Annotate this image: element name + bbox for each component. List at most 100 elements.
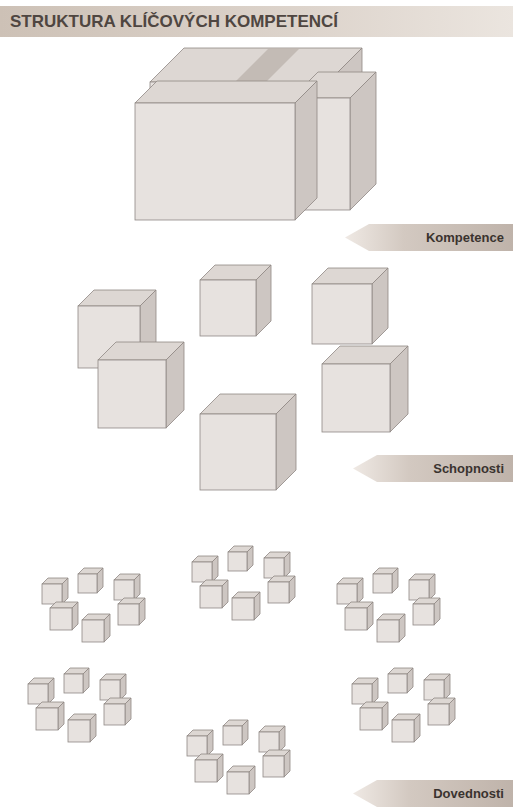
cube-side [289, 576, 295, 603]
cube-side [249, 766, 255, 794]
cube-front [360, 708, 382, 730]
cube [337, 578, 363, 604]
cube-front [78, 574, 97, 593]
cube-front [388, 674, 407, 693]
cube-side [399, 614, 405, 642]
cube-front [42, 584, 62, 604]
arrow-fill [353, 780, 513, 807]
cube-side [62, 578, 68, 604]
cube-front [268, 582, 289, 603]
cube-side [207, 730, 213, 756]
arrow-fill [345, 224, 513, 251]
cube-side [276, 394, 296, 490]
cube-front [64, 674, 83, 693]
cube-side [83, 668, 89, 693]
cube [373, 568, 398, 593]
cube-front [200, 586, 222, 608]
cube-front [98, 360, 166, 428]
cube-front [413, 604, 434, 625]
title-band: STRUKTURA KLÍČOVÝCH KOMPETENCÍ [0, 6, 513, 37]
cube-side [414, 714, 420, 742]
cube [36, 702, 64, 730]
cube [100, 674, 126, 700]
cube-front [312, 284, 372, 344]
cube [118, 598, 145, 625]
cube-front [345, 608, 367, 630]
cube-front [322, 364, 390, 432]
cube [345, 602, 373, 630]
title: STRUKTURA KLÍČOVÝCH KOMPETENCÍ [10, 6, 338, 37]
cube-side [279, 726, 285, 752]
cube-front [104, 704, 125, 725]
skill-cubes [28, 546, 455, 794]
cube-side [372, 678, 378, 704]
cube [360, 702, 388, 730]
cube-side [382, 702, 388, 730]
cube [192, 556, 218, 582]
cube-front [377, 620, 399, 642]
cube [98, 342, 184, 428]
cube-side [222, 580, 228, 608]
cube [352, 678, 378, 704]
cube-front [259, 732, 279, 752]
cube-side [429, 574, 435, 600]
cube [227, 766, 255, 794]
cube [200, 394, 296, 490]
cube-front [424, 680, 444, 700]
cube-front [82, 620, 104, 642]
cube-side [139, 598, 145, 625]
cube [50, 602, 78, 630]
cube [200, 580, 228, 608]
cube-front [228, 552, 247, 571]
cube-front [392, 720, 414, 742]
label-arrow: Dovednosti [353, 780, 513, 807]
cube-front [428, 704, 449, 725]
cube-side [357, 578, 363, 604]
cube [28, 678, 54, 704]
cube-front [50, 608, 72, 630]
cube-side [372, 268, 388, 344]
cube [268, 576, 295, 603]
cube [428, 698, 455, 725]
cube [322, 346, 408, 432]
cube-side [254, 592, 260, 620]
cube [377, 614, 405, 642]
cube-front [223, 726, 242, 745]
cube-front [227, 772, 249, 794]
cube-front [264, 558, 284, 578]
cube-front [135, 103, 295, 220]
label-arrow: Schopnosti [353, 455, 513, 482]
cube-side [212, 556, 218, 582]
cube-front [373, 574, 392, 593]
level-label: Kompetence [345, 224, 513, 251]
cube-side [350, 72, 376, 210]
cube-front [200, 280, 256, 336]
cube-front [36, 708, 58, 730]
cube [68, 714, 96, 742]
label-arrow: Kompetence [345, 224, 513, 251]
level-label: Dovednosti [353, 780, 513, 807]
cube-front [409, 580, 429, 600]
cube [264, 552, 290, 578]
cube [392, 714, 420, 742]
cube-side [97, 568, 103, 593]
cube-side [104, 614, 110, 642]
cube-side [295, 81, 317, 220]
cube-side [217, 754, 223, 782]
cube-front [68, 720, 90, 742]
cube [135, 81, 317, 220]
cube [78, 568, 103, 593]
cube-side [90, 714, 96, 742]
cube-side [444, 674, 450, 700]
cube-side [390, 346, 408, 432]
cube-front [187, 736, 207, 756]
cube [42, 578, 68, 604]
cube [263, 750, 290, 777]
cube [200, 265, 271, 336]
cube [424, 674, 450, 700]
cube [312, 268, 388, 344]
cube-side [58, 702, 64, 730]
cube-front [28, 684, 48, 704]
